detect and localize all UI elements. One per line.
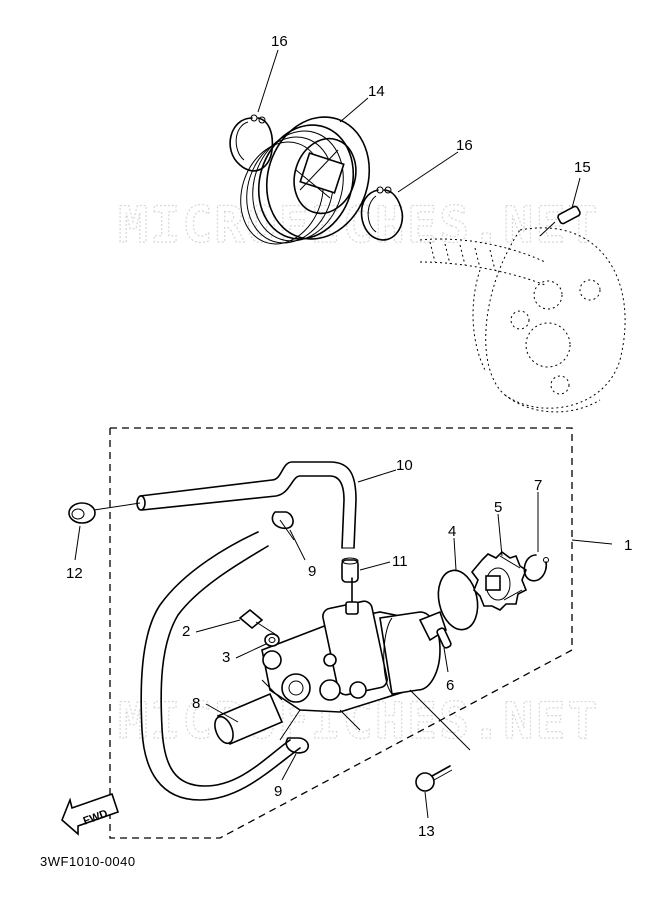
pin-15 bbox=[539, 205, 581, 237]
watermark-top: MICROFICHES.NET bbox=[118, 196, 600, 254]
hose-8 bbox=[140, 531, 301, 801]
callout-8: 8 bbox=[192, 695, 200, 712]
callout-3: 3 bbox=[222, 649, 230, 666]
callout-14: 14 bbox=[368, 83, 385, 100]
callout-16-top: 16 bbox=[271, 33, 288, 50]
hose-10 bbox=[136, 461, 357, 549]
callout-15: 15 bbox=[574, 159, 591, 176]
callout-6: 6 bbox=[446, 677, 454, 694]
fitting-11 bbox=[341, 557, 359, 583]
oil-pump-body bbox=[261, 577, 471, 751]
callout-9-upper: 9 bbox=[308, 563, 316, 580]
diagram-code: 3WF1010-0040 bbox=[40, 854, 136, 869]
bolt-2 bbox=[238, 608, 279, 637]
circlip-16-left bbox=[229, 114, 274, 172]
callout-13: 13 bbox=[418, 823, 435, 840]
callout-1: 1 bbox=[624, 537, 632, 554]
assembly-box-1 bbox=[109, 427, 573, 839]
cap-12 bbox=[68, 502, 141, 524]
gear-5 bbox=[470, 550, 528, 611]
crankshaft-outline bbox=[419, 227, 626, 413]
callout-12: 12 bbox=[66, 565, 83, 582]
callout-11: 11 bbox=[392, 553, 408, 570]
clip-9-lower bbox=[285, 737, 310, 754]
clip-9-upper bbox=[271, 511, 295, 541]
pin-6 bbox=[436, 627, 452, 649]
washer-3 bbox=[264, 633, 280, 647]
o-ring-4 bbox=[437, 569, 479, 631]
callout-10: 10 bbox=[396, 457, 413, 474]
pulley-14 bbox=[240, 116, 371, 245]
callout-2: 2 bbox=[182, 623, 190, 640]
circlip-7 bbox=[523, 554, 549, 582]
callout-7: 7 bbox=[534, 477, 542, 494]
callout-9-lower: 9 bbox=[274, 783, 282, 800]
callout-16-right: 16 bbox=[456, 137, 473, 154]
callout-4: 4 bbox=[448, 523, 456, 540]
leader-lines bbox=[74, 49, 613, 819]
callout-5: 5 bbox=[494, 499, 502, 516]
circlip-16-right bbox=[360, 186, 404, 241]
screw-13 bbox=[415, 765, 453, 792]
